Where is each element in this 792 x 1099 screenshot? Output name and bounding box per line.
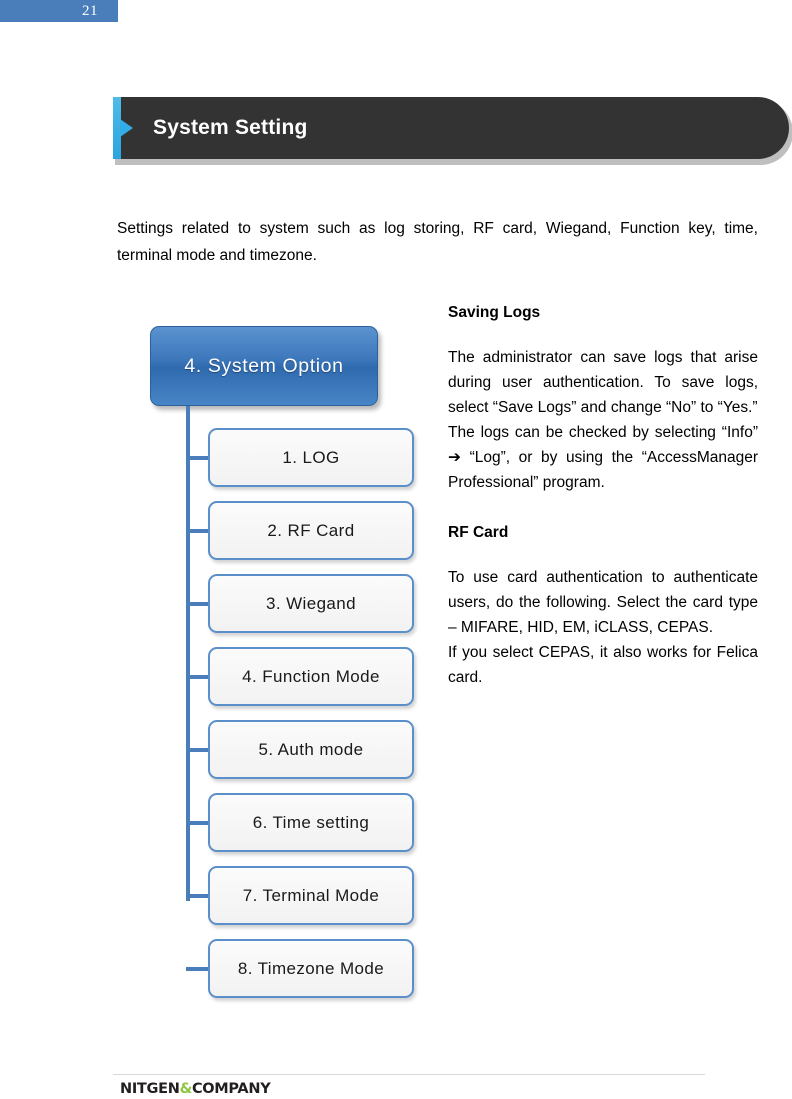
section-paragraph: The logs can be checked by selecting “In…: [448, 424, 758, 491]
section-paragraph: To use card authentication to authentica…: [448, 569, 758, 636]
section-heading: Saving Logs: [448, 304, 541, 321]
tree-trunk-line: [186, 406, 190, 901]
logo-ampersand: &: [179, 1081, 193, 1097]
tree-child-node: 3. Wiegand: [208, 574, 414, 633]
tree-child-node: 5. Auth mode: [208, 720, 414, 779]
intro-text: Settings related to system such as log s…: [117, 220, 758, 264]
intro-paragraph: Settings related to system such as log s…: [117, 215, 758, 269]
tree-child-node: 2. RF Card: [208, 501, 414, 560]
tree-connector-stub: [186, 821, 210, 825]
tree-connector-stub: [186, 748, 210, 752]
tree-child-node: 7. Terminal Mode: [208, 866, 414, 925]
tree-child-label: 2. RF Card: [267, 520, 355, 540]
section-paragraph: If you select CEPAS, it also works for F…: [448, 644, 758, 686]
company-logo: NITGEN&COMPANY: [120, 1081, 271, 1097]
section-heading: RF Card: [448, 524, 509, 541]
logo-suffix: COMPANY: [191, 1081, 271, 1097]
tree-child-label: 5. Auth mode: [258, 739, 364, 759]
tree-child-node: 4. Function Mode: [208, 647, 414, 706]
tree-connector-stub: [186, 602, 210, 606]
tree-connector-stub: [186, 967, 210, 971]
section-banner: System Setting: [113, 97, 792, 165]
system-option-tree-diagram: 4. System Option 1. LOG 2. RF Card 3. Wi…: [148, 326, 418, 1006]
tree-child-label: 1. LOG: [282, 447, 340, 467]
tree-child-label: 3. Wiegand: [266, 593, 356, 613]
section-rf-card: RF Card To use card authentication to au…: [448, 523, 758, 690]
section-saving-logs: Saving Logs The administrator can save l…: [448, 303, 758, 495]
tree-connector-stub: [186, 675, 210, 679]
tree-child-label: 4. Function Mode: [242, 666, 380, 686]
tree-child-label: 6. Time setting: [252, 812, 370, 832]
tree-root-label: 4. System Option: [184, 354, 344, 377]
tree-child-label: 7. Terminal Mode: [242, 885, 380, 905]
tree-connector-stub: [186, 529, 210, 533]
tree-child-node: 1. LOG: [208, 428, 414, 487]
section-paragraph: The administrator can save logs that ari…: [448, 349, 758, 416]
logo-prefix: NITGEN: [120, 1081, 180, 1097]
tree-child-label: 8. Timezone Mode: [237, 958, 385, 978]
banner-accent-stripe: [113, 97, 121, 159]
page-number-badge: 21: [0, 0, 118, 22]
tree-connector-stub: [186, 456, 210, 460]
banner-body: System Setting: [113, 97, 789, 159]
tree-connector-stub: [186, 894, 210, 898]
tree-root-node: 4. System Option: [150, 326, 378, 406]
tree-child-node: 8. Timezone Mode: [208, 939, 414, 998]
tree-child-node: 6. Time setting: [208, 793, 414, 852]
page-title: System Setting: [153, 116, 308, 139]
footer-divider: [113, 1074, 705, 1075]
content-text-column: Saving Logs The administrator can save l…: [448, 303, 758, 690]
triangle-right-icon: [120, 119, 133, 137]
